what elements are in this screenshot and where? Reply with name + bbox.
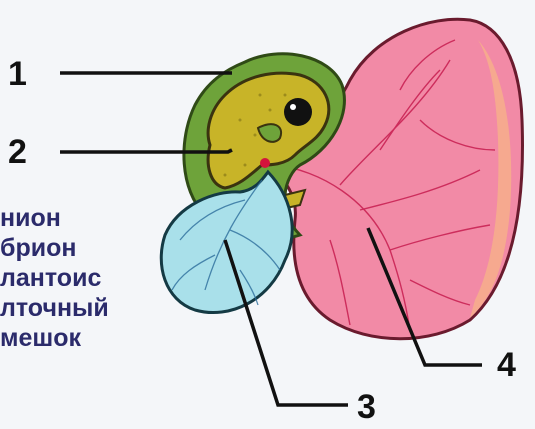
legend: нион брион лантоис лточный мешок: [0, 203, 109, 353]
label-1: 1: [8, 55, 27, 94]
label-3: 3: [357, 388, 376, 427]
label-2: 2: [8, 133, 27, 172]
legend-item-5: мешок: [0, 323, 109, 353]
umbilical-point: [260, 158, 270, 168]
leader-line-2: [60, 150, 232, 152]
embryo-eye: [284, 98, 312, 126]
label-4: 4: [497, 346, 516, 385]
legend-item-3: лантоис: [0, 263, 109, 293]
legend-item-2: брион: [0, 233, 109, 263]
legend-item-1: нион: [0, 203, 109, 233]
legend-item-4: лточный: [0, 293, 109, 323]
embryo-eye-highlight: [290, 104, 296, 110]
